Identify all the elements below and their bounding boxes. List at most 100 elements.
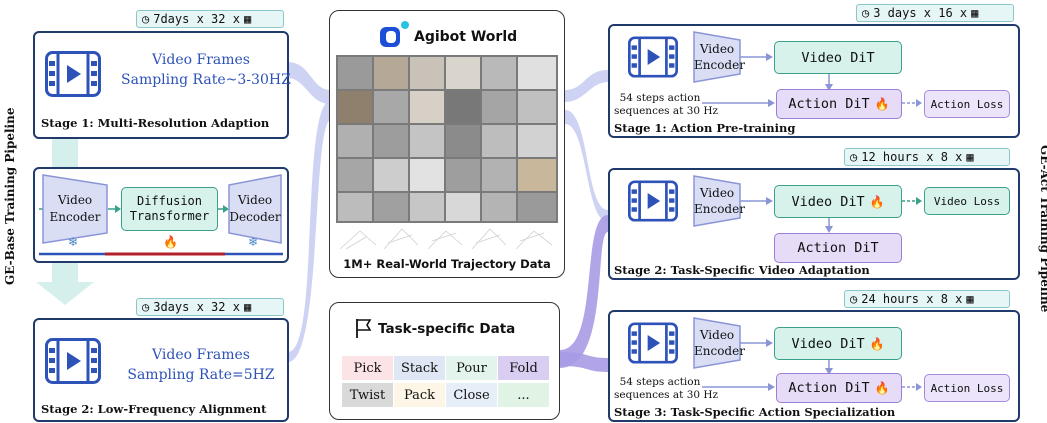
band-task-to-right-stage2 xyxy=(560,215,608,368)
clock-icon: ◷ xyxy=(850,150,858,164)
right-stage1-label: Stage 1: Action Pre-training xyxy=(614,121,796,135)
fire-icon: 🔥 xyxy=(163,235,178,249)
right-stage1-video-dit: Video DiT xyxy=(774,41,902,74)
film-icon xyxy=(628,322,678,364)
right-stage3-panel: Video Encoder Video DiT 🔥 54 steps actio… xyxy=(608,310,1020,422)
task-chip: ... xyxy=(498,383,549,407)
right-stage2-action-dit: Action DiT xyxy=(774,233,902,263)
band-data-to-right-stage2 xyxy=(565,110,608,222)
clock-icon: ◷ xyxy=(142,12,150,26)
clock-icon: ◷ xyxy=(850,292,858,306)
right-stage1-panel: Video Encoder Video DiT 54 steps action … xyxy=(608,24,1020,138)
right-stage1-action-loss: Action Loss xyxy=(924,90,1010,118)
right-stage1-encoder-line2: Encoder xyxy=(694,58,745,72)
right-stage2-panel: Video Encoder Video DiT 🔥 Action DiT Vid… xyxy=(608,168,1020,280)
task-chip: Stack xyxy=(394,356,445,380)
right-stage3-note-line1: 54 steps action xyxy=(619,376,701,388)
task-chip: Fold xyxy=(498,356,549,380)
right-stage2-video-loss: Video Loss xyxy=(924,187,1010,215)
band-task-to-right-stage3 xyxy=(560,352,608,372)
band-data-to-right-stage1 xyxy=(565,70,608,102)
left-stage1-panel: Video Frames Sampling Rate~3-30HZ Stage … xyxy=(33,31,291,139)
right-stage2-encoder-line2: Encoder xyxy=(694,202,745,216)
right-stage2-label: Stage 2: Task-Specific Video Adaptation xyxy=(614,263,870,277)
right-stage1-encoder-line1: Video xyxy=(699,42,735,56)
right-stage1-note-line2: sequences at 30 Hz xyxy=(614,105,719,117)
clock-icon: ◷ xyxy=(862,6,870,20)
chip-icon: ▦ xyxy=(966,150,974,164)
right-stage3-action-dit: Action DiT 🔥 xyxy=(776,373,902,403)
right-stage3-time-badge: ◷ 24 hours x 8 x ▦ xyxy=(844,290,1010,308)
trajectory-plots xyxy=(339,228,553,250)
snowflake-icon: ❄ xyxy=(248,235,259,249)
flow-arrow-stage1-to-middle xyxy=(52,138,78,168)
band-data-to-left-stage2 xyxy=(288,100,330,362)
task-chip: Pick xyxy=(342,356,393,380)
right-stage2-video-dit: Video DiT 🔥 xyxy=(774,185,902,218)
decoder-shape xyxy=(228,174,282,244)
model-arrows xyxy=(39,174,283,256)
flag-icon xyxy=(356,319,372,338)
right-stage3-arrows xyxy=(693,317,922,391)
left-stage1-time-badge: ◷ 7days x 32 x ▦ xyxy=(136,10,284,28)
fire-icon: 🔥 xyxy=(874,97,890,111)
right-stage2-time-badge: ◷ 12 hours x 8 x ▦ xyxy=(844,148,1010,166)
task-chip: Pour xyxy=(446,356,497,380)
right-stage3-label: Stage 3: Task-Specific Action Specializa… xyxy=(614,405,896,419)
trajectory-data-caption: 1M+ Real-World Trajectory Data xyxy=(343,257,551,271)
agibot-brand: Agibot World xyxy=(414,29,518,45)
diffusion-transformer-box: Diffusion Transformer xyxy=(121,187,218,231)
left-stage2-sampling-rate: Sampling Rate=5HZ xyxy=(127,367,275,383)
right-stage3-encoder-line2: Encoder xyxy=(694,344,745,358)
left-pipeline-title: GE-Base Training Pipeline xyxy=(3,107,17,285)
film-icon xyxy=(45,51,101,97)
band-data-to-left-stage1 xyxy=(288,62,330,104)
encoder-shape xyxy=(42,174,108,244)
right-stage3-action-loss: Action Loss xyxy=(924,374,1010,402)
right-stage3-note-line2: sequences at 30 Hz xyxy=(614,389,719,401)
snowflake-icon: ❄ xyxy=(68,235,79,249)
left-stage2-time-badge: ◷ 3days x 32 x ▦ xyxy=(136,298,284,316)
encoder-label-line1: Video xyxy=(57,193,93,207)
left-stage1-sampling-rate: Sampling Rate~3-30HZ xyxy=(121,72,291,88)
film-icon xyxy=(628,180,678,222)
film-icon xyxy=(45,338,101,384)
agibot-data-panel: Agibot World 1M+ Real-World Trajectory D… xyxy=(329,10,565,278)
task-chip: Pack xyxy=(394,383,445,407)
task-chip: Twist xyxy=(342,383,393,407)
chip-icon: ▦ xyxy=(243,300,252,314)
chip-icon: ▦ xyxy=(971,6,979,20)
right-stage3-video-dit: Video DiT 🔥 xyxy=(774,327,902,360)
right-stage2-encoder-line1: Video xyxy=(699,186,735,200)
right-pipeline-title: GE-Act Training Pipeline xyxy=(1038,145,1047,313)
chip-icon: ▦ xyxy=(966,292,974,306)
flow-arrow-middle-to-stage2-shaft xyxy=(52,262,78,282)
left-model-panel: Video Encoder Diffusion Transformer Vide… xyxy=(33,167,289,263)
right-stage1-arrows xyxy=(693,31,922,107)
chip-icon: ▦ xyxy=(243,12,252,26)
encoder-label-line2: Encoder xyxy=(49,210,101,224)
flow-arrow-middle-to-stage2-head xyxy=(36,282,94,305)
right-stage1-action-dit: Action DiT 🔥 xyxy=(776,89,902,119)
left-stage2-frames-title: Video Frames xyxy=(152,347,250,363)
left-stage2-panel: Video Frames Sampling Rate=5HZ Stage 2: … xyxy=(33,318,289,422)
left-stage1-frames-title: Video Frames xyxy=(152,52,250,68)
fire-icon: 🔥 xyxy=(869,194,885,209)
clock-icon: ◷ xyxy=(142,300,150,314)
decoder-label-line2: Decoder xyxy=(229,210,281,224)
task-chip: Close xyxy=(446,383,497,407)
right-stage1-time-badge: ◷ 3 days x 16 x ▦ xyxy=(856,4,1014,22)
robot-photo-mosaic xyxy=(336,55,558,223)
fire-icon: 🔥 xyxy=(869,336,885,351)
left-stage1-label: Stage 1: Multi-Resolution Adaption xyxy=(41,116,270,130)
left-stage2-label: Stage 2: Low-Frequency Alignment xyxy=(41,402,267,416)
task-data-title: Task-specific Data xyxy=(378,321,516,337)
right-stage1-note-line1: 54 steps action xyxy=(619,92,701,104)
right-stage2-arrows xyxy=(693,175,922,233)
film-icon xyxy=(628,36,678,78)
decoder-label-line1: Video xyxy=(237,193,273,207)
fire-icon: 🔥 xyxy=(874,381,890,395)
